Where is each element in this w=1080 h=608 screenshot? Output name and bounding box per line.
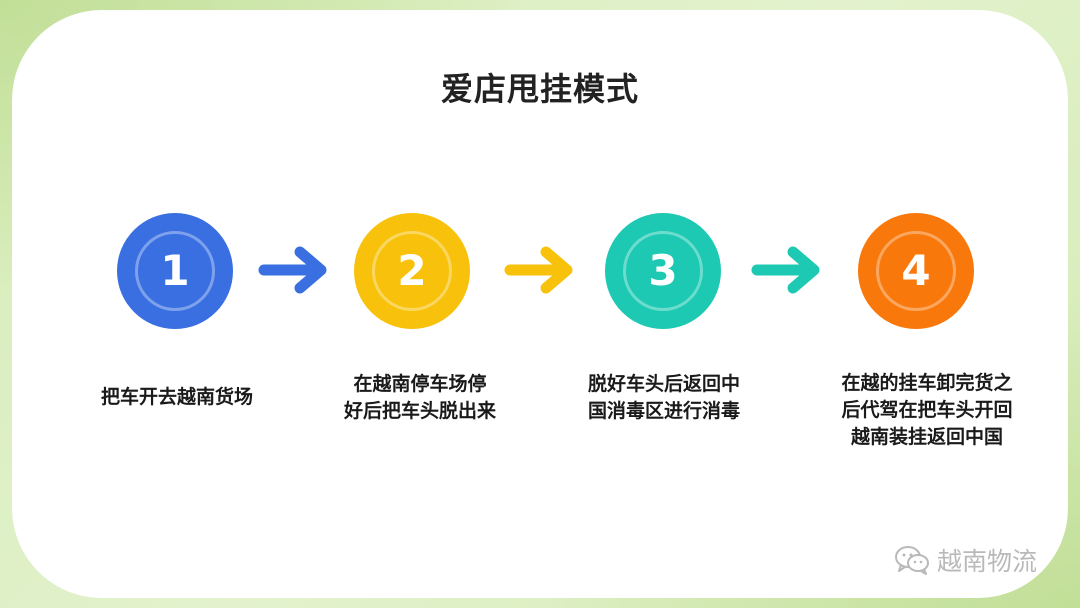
step-4-description: 在越的挂车卸完货之 后代驾在把车头开回 越南装挂返回中国 xyxy=(841,372,1013,448)
step-3-description: 脱好车头后返回中 国消毒区进行消毒 xyxy=(587,373,740,422)
watermark-text: 越南物流 xyxy=(937,547,1038,576)
arrow-right-icon xyxy=(258,246,327,294)
page-title: 爱店甩挂模式 xyxy=(440,70,639,108)
arrow-right-icon xyxy=(751,246,820,294)
wechat-icon xyxy=(895,546,929,575)
step-2-circle: 2 xyxy=(354,213,470,329)
step-3-ring xyxy=(623,231,703,311)
watermark: 越南物流 xyxy=(893,540,1037,580)
step-4-number: 4 xyxy=(901,246,931,295)
step-4-circle: 4 xyxy=(858,213,974,329)
step-4-ring xyxy=(876,231,956,311)
step-1-description: 把车开去越南货场 xyxy=(100,386,253,408)
step-1-number: 1 xyxy=(160,246,190,295)
step-3-number: 3 xyxy=(648,246,678,295)
arrow-right-icon xyxy=(504,246,573,294)
step-1-circle: 1 xyxy=(117,213,233,329)
step-1-ring xyxy=(135,231,215,311)
step-2-description: 在越南停车场停 好后把车头脱出来 xyxy=(343,373,496,422)
step-3-circle: 3 xyxy=(605,213,721,329)
step-2-number: 2 xyxy=(397,246,427,295)
step-2-ring xyxy=(372,231,452,311)
